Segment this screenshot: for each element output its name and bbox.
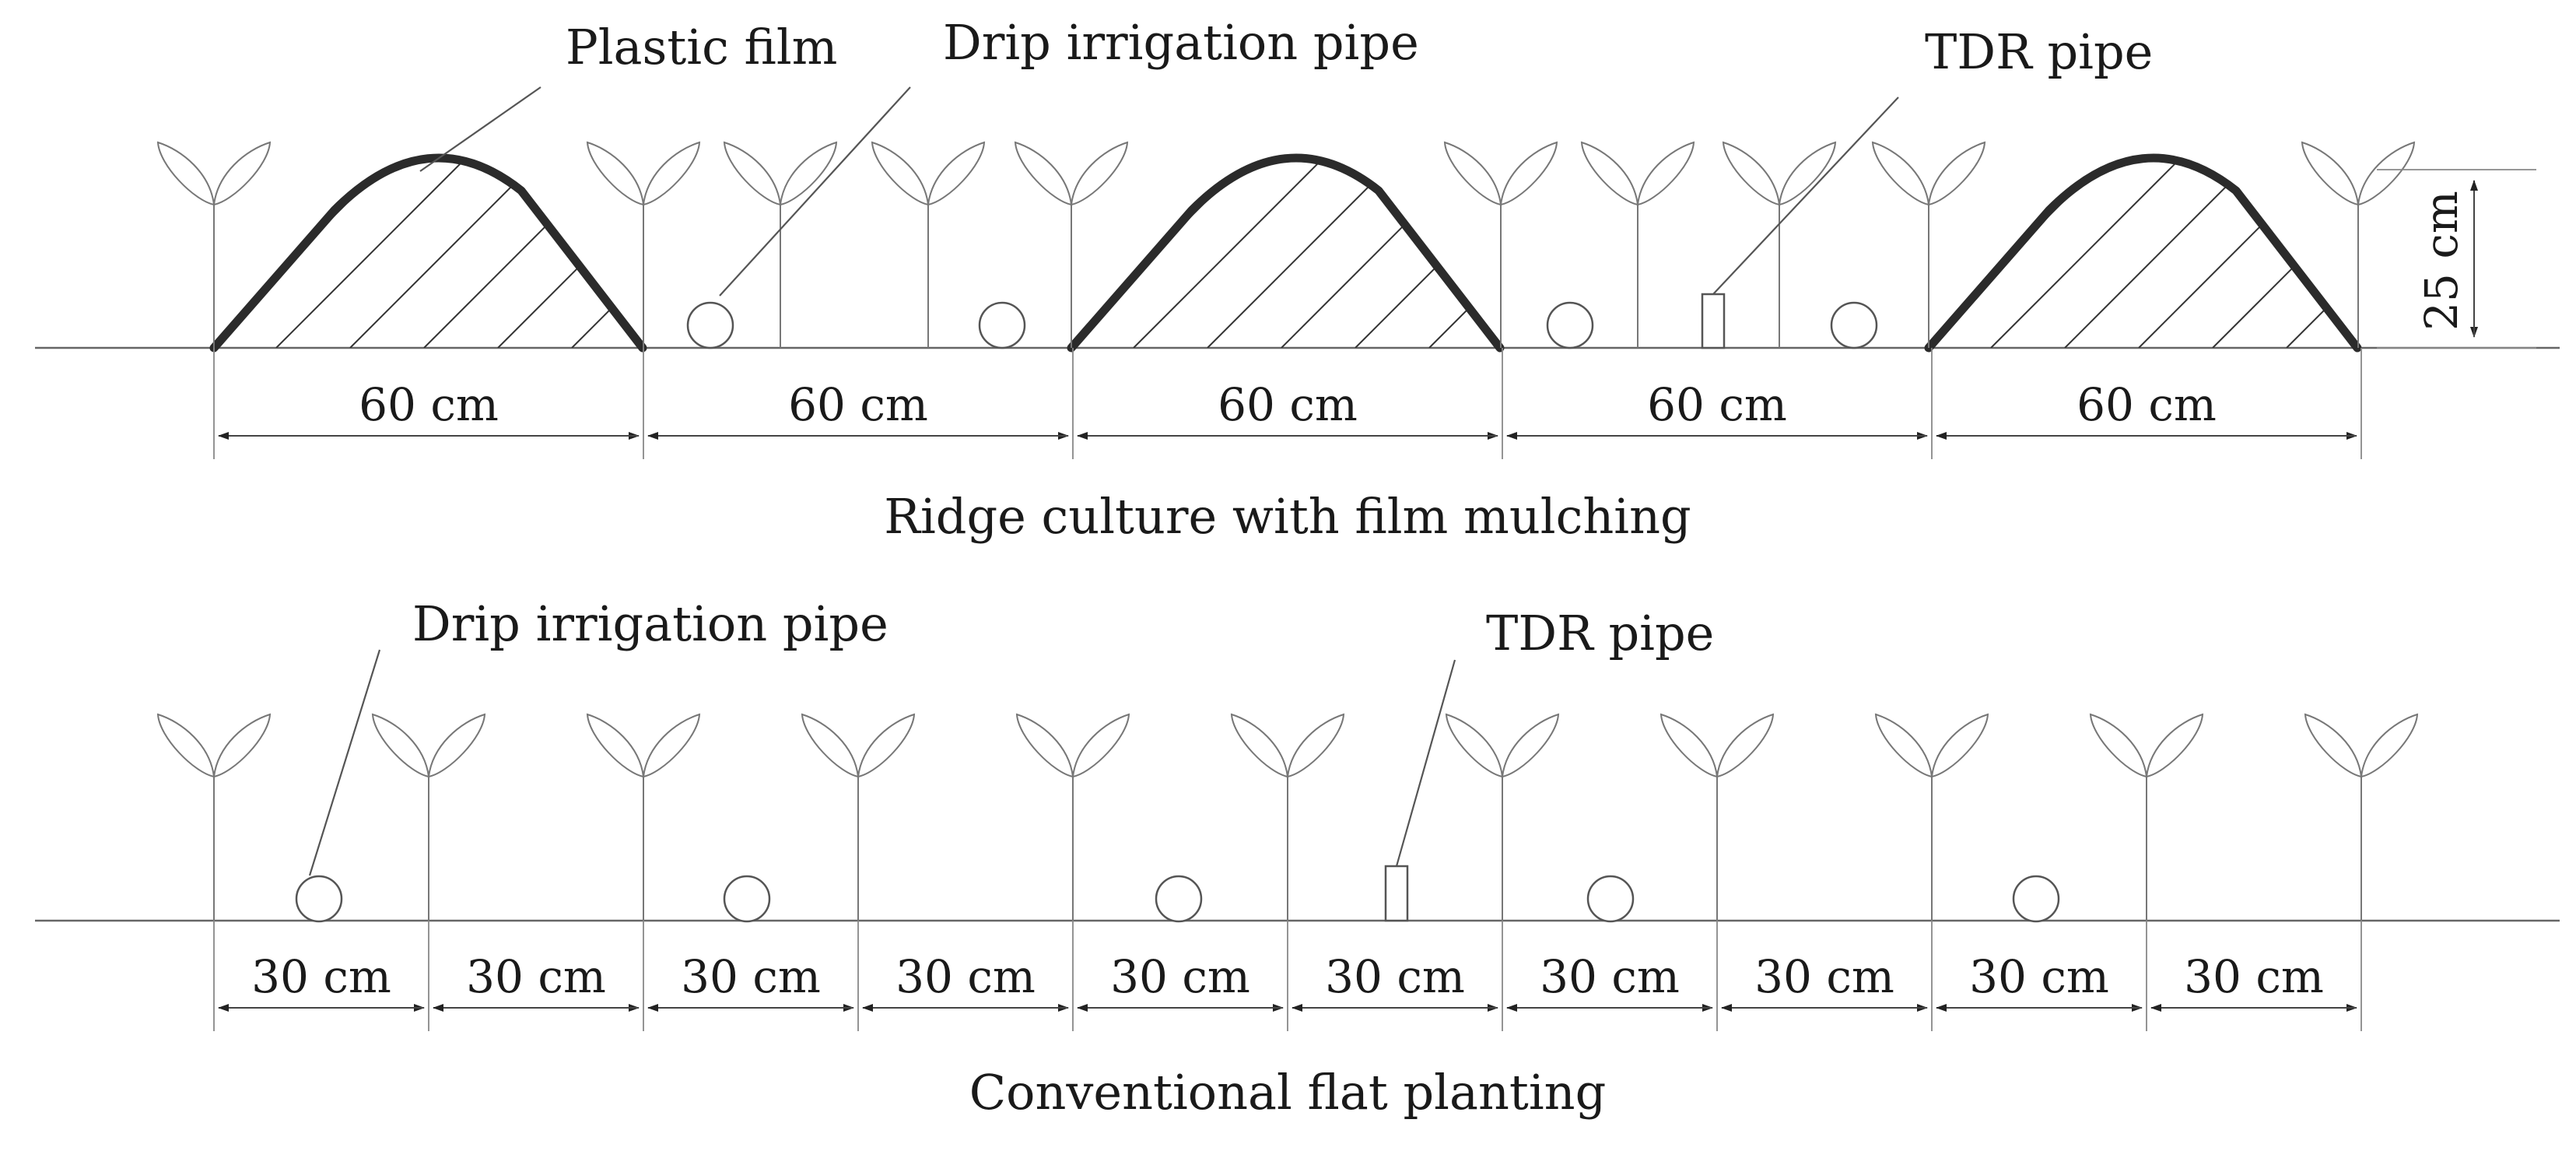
- plant-icon: [1874, 713, 1989, 921]
- drip-pipe-icon: [1546, 301, 1594, 349]
- drip-pipe-leader-top: [719, 86, 911, 297]
- spacing-label: 60 cm: [1218, 378, 1358, 431]
- drip-pipe-icon: [295, 875, 343, 923]
- tdr-pipe-leader-bottom: [1395, 659, 1456, 867]
- spacing-label: 30 cm: [2184, 950, 2324, 1003]
- ridges: [209, 153, 2362, 353]
- plant-icon: [2304, 713, 2419, 921]
- plant-icon: [1871, 141, 1986, 348]
- plant-icon: [723, 141, 838, 348]
- plant-icon: [1445, 713, 1560, 921]
- plastic-film-leader: [419, 86, 541, 172]
- plastic-film-cover: [1924, 153, 2362, 353]
- plants-bottom: [156, 713, 2419, 921]
- pipes-bottom: [295, 875, 2060, 923]
- drip-pipe-label-bottom: Drip irrigation pipe: [412, 595, 888, 652]
- ridge: [209, 153, 647, 353]
- spacing-label: 30 cm: [895, 950, 1036, 1003]
- plant-icon: [801, 713, 916, 921]
- spacing-label: 30 cm: [1969, 950, 2109, 1003]
- plant-icon: [1722, 141, 1837, 348]
- spacing-label: 30 cm: [681, 950, 821, 1003]
- plastic-film-cover: [1067, 153, 1505, 353]
- spacing-label: 30 cm: [1110, 950, 1250, 1003]
- drip-pipe-icon: [978, 301, 1026, 349]
- bottom-caption: Conventional flat planting: [969, 1064, 1607, 1121]
- spacing-label: 60 cm: [788, 378, 928, 431]
- plant-icon: [156, 713, 272, 921]
- spacing-label: 60 cm: [359, 378, 499, 431]
- flat-planting-section: Drip irrigation pipe TDR pipe 30 cm 30 c…: [35, 595, 2560, 1121]
- spacing-label: 60 cm: [2077, 378, 2217, 431]
- plant-icon: [156, 141, 272, 348]
- plant-icon: [1443, 141, 1558, 348]
- drip-pipe-icon: [723, 875, 771, 923]
- tdr-pipe-bottom: [1384, 865, 1409, 922]
- plant-icon: [2301, 141, 2416, 348]
- plant-icon: [586, 713, 701, 921]
- drip-pipe-icon: [1586, 875, 1635, 923]
- ridge-height-label: 25 cm: [2415, 191, 2468, 331]
- plant-icon: [1015, 713, 1130, 921]
- ridge-culture-section: Plastic film Drip irrigation pipe TDR pi…: [35, 14, 2560, 545]
- plant-icon: [1230, 713, 1345, 921]
- height-dimension: 25 cm: [2377, 169, 2536, 349]
- plant-icon: [2089, 713, 2204, 921]
- drip-pipe-label-top: Drip irrigation pipe: [943, 14, 1419, 71]
- spacing-label: 30 cm: [466, 950, 606, 1003]
- spacing-dimensions-top: 60 cm 60 cm 60 cm 60 cm 60 cm: [213, 348, 2362, 459]
- drip-pipe-icon: [686, 301, 734, 349]
- spacing-label: 30 cm: [1540, 950, 1680, 1003]
- spacing-label: 30 cm: [1754, 950, 1894, 1003]
- plant-icon: [371, 713, 486, 921]
- plant-icon: [1014, 141, 1129, 348]
- plants-top: [156, 141, 2416, 348]
- tdr-pipe-label-top: TDR pipe: [1925, 23, 2153, 80]
- plant-icon: [1660, 713, 1775, 921]
- spacing-label: 30 cm: [1325, 950, 1465, 1003]
- drip-pipe-icon: [2012, 875, 2060, 923]
- ridge-hatching: [214, 158, 643, 348]
- plant-icon: [871, 141, 986, 348]
- tdr-pipe-leader-top: [1712, 97, 1899, 295]
- drip-pipe-icon: [1155, 875, 1203, 923]
- plant-icon: [1580, 141, 1695, 348]
- pipes-top: [686, 301, 1878, 349]
- plant-icon: [586, 141, 701, 348]
- spacing-label: 60 cm: [1647, 378, 1787, 431]
- spacing-label: 30 cm: [251, 950, 391, 1003]
- tdr-pipe-top: [1701, 293, 1726, 349]
- top-caption: Ridge culture with film mulching: [884, 488, 1691, 545]
- plastic-film-label: Plastic film: [566, 19, 837, 75]
- drip-pipe-leader-bottom: [308, 649, 381, 876]
- spacing-dimensions-bottom: 30 cm 30 cm 30 cm 30 cm 30 cm 30 cm 30 c…: [213, 921, 2362, 1031]
- plastic-film-cover: [209, 153, 647, 353]
- tdr-pipe-label-bottom: TDR pipe: [1486, 605, 1714, 661]
- drip-pipe-icon: [1830, 301, 1878, 349]
